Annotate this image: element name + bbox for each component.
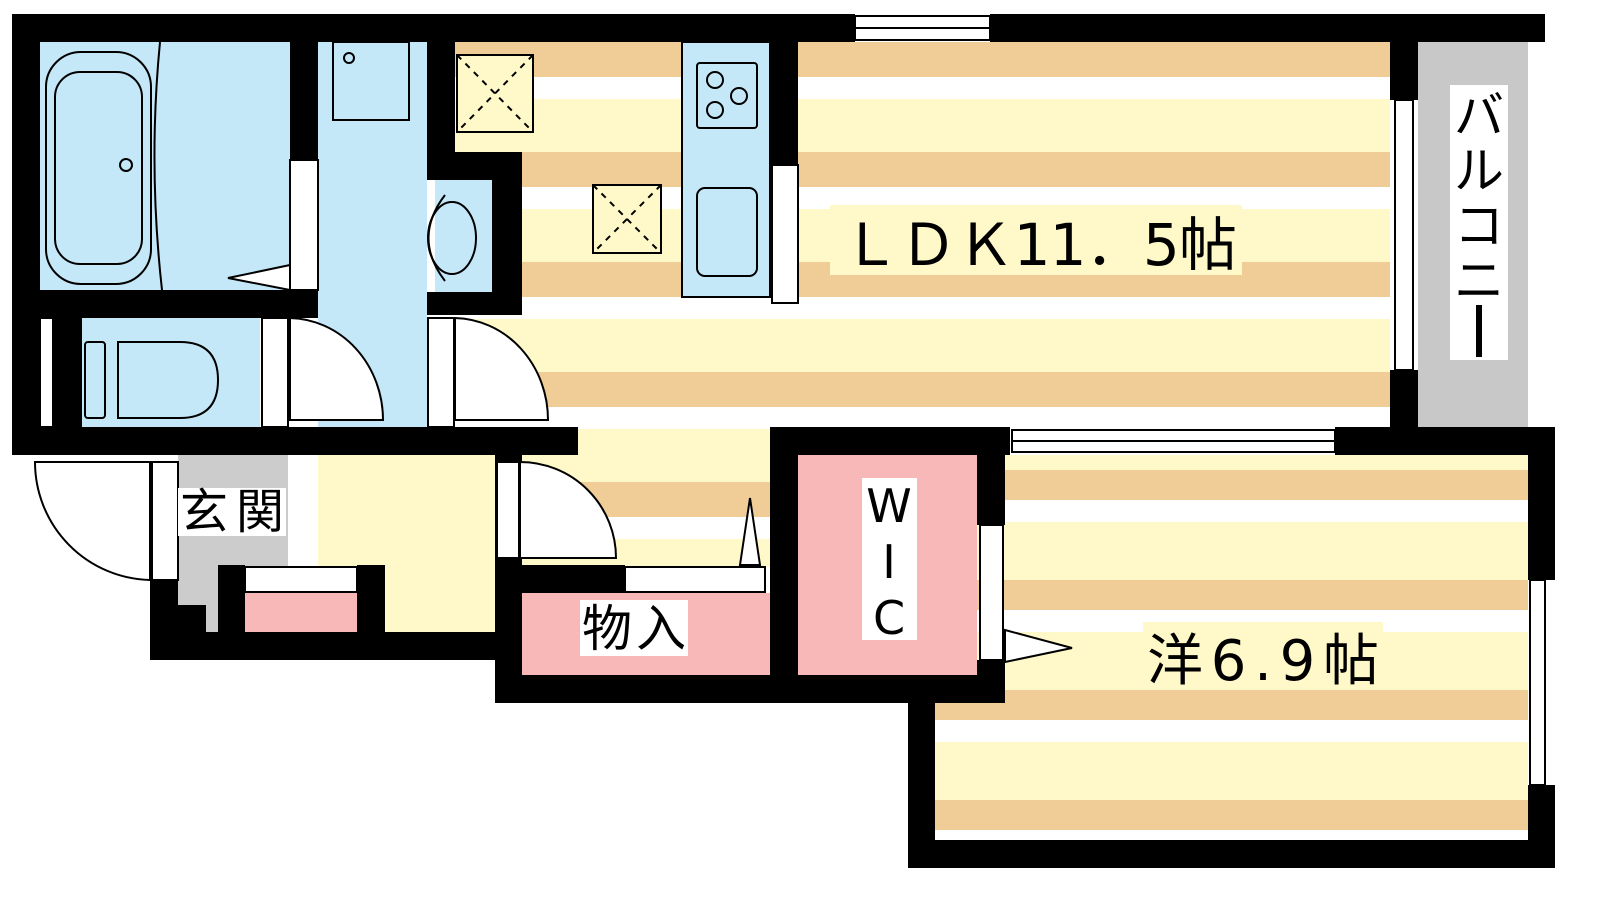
ceiling-storage-icon [456,54,662,254]
balcony-label-5 [1476,305,1482,357]
western-label-bg [1143,622,1383,688]
doors [33,159,1073,664]
balcony-label-4: ニ [1454,252,1504,310]
ldk-label-bg [830,205,1242,275]
kitchen-sink-icon [696,187,758,277]
western-room-label: 洋6.9帖 [1147,629,1379,694]
sink-icon [427,194,477,282]
wic-label-i: I [882,535,896,589]
balcony-label-3: コ [1454,197,1504,255]
ldk-label: ＬＤＫ11．5帖 [842,211,1237,279]
walls [12,14,1555,868]
balcony-label-1: バ [1454,87,1504,145]
stove-icon [696,62,758,129]
shoe-cabinet [245,593,357,632]
wic-label-bg [862,478,917,640]
bathroom-floor [40,42,290,292]
washing-machine-icon [332,41,410,121]
wic-label-c: C [873,591,905,645]
wic-label-w: W [866,479,911,533]
bathtub-icon [45,41,163,291]
windows [39,15,1546,786]
toilet-icon [84,341,220,419]
toilet-floor [82,318,260,427]
storage-label-bg [580,600,688,656]
balcony-label-2: ル [1454,142,1504,200]
entrance-label-bg [178,488,286,536]
